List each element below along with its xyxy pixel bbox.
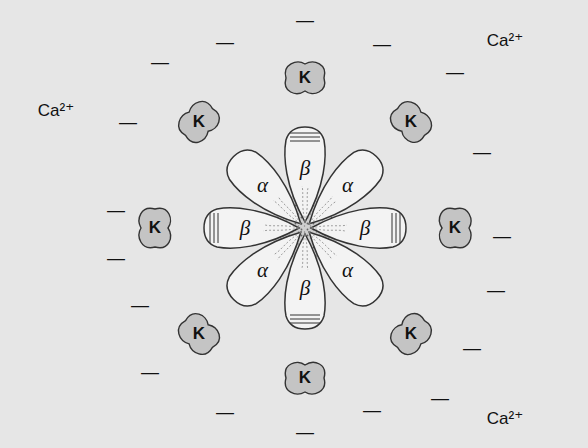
charge-mark: — (296, 10, 314, 31)
k-cell-shape (174, 97, 224, 147)
cell-label: K (449, 218, 461, 238)
granule-stripe (210, 213, 211, 243)
cell-label: K (405, 112, 417, 132)
granule-stripe (396, 213, 397, 243)
charge-mark: — (463, 338, 481, 359)
charge-mark: — (373, 34, 391, 55)
k-cell-shape (285, 363, 324, 394)
k-cell-shape (174, 309, 224, 359)
subunit-label: α (342, 258, 353, 283)
k-cell-shape (440, 208, 471, 247)
cell-label: K (193, 112, 205, 132)
petal-texture (263, 225, 299, 231)
subunit-label: α (257, 258, 268, 283)
charge-mark: — (131, 295, 149, 316)
k-cell: K (380, 303, 442, 365)
cell-label: K (149, 218, 161, 238)
charge-mark: — (473, 142, 491, 163)
ion-label: Ca²⁺ (487, 30, 523, 51)
k-cell-shape (386, 97, 436, 147)
petal-shape (219, 142, 315, 238)
charge-mark: — (107, 248, 125, 269)
granule-stripe (400, 213, 401, 243)
charge-mark: — (216, 402, 234, 423)
cell-label: K (193, 324, 205, 344)
granule-stripe (392, 213, 393, 243)
cell-label: K (299, 368, 311, 388)
granule-stripe (290, 137, 320, 138)
charge-mark: — (446, 62, 464, 83)
granule-stripe (290, 315, 320, 316)
charge-mark: — (151, 52, 169, 73)
cell-label: K (405, 324, 417, 344)
charge-mark: — (487, 280, 505, 301)
charge-mark: — (363, 400, 381, 421)
subunit-label: β (240, 216, 250, 241)
k-cell-shape (139, 208, 170, 247)
k-cell: K (380, 91, 442, 153)
k-cell: K (168, 91, 230, 153)
cell-label: K (299, 68, 311, 88)
granule-stripe (290, 133, 320, 134)
petal-texture (302, 234, 308, 270)
petal-texture (311, 225, 347, 231)
ion-label: Ca²⁺ (487, 408, 523, 429)
granule-stripe (214, 213, 215, 243)
k-cell: K (281, 58, 329, 98)
k-cell: K (435, 204, 475, 252)
granule-stripe (290, 323, 320, 324)
charge-mark: — (431, 388, 449, 409)
petal-texture (273, 196, 303, 226)
subunit-label: β (360, 216, 370, 241)
charge-mark: — (296, 422, 314, 443)
charge-mark: — (119, 112, 137, 133)
k-cell: K (168, 303, 230, 365)
subunit-label: α (257, 173, 268, 198)
charge-mark: — (493, 226, 511, 247)
subunit-label: β (300, 276, 310, 301)
granule-stripe (290, 141, 320, 142)
k-cell-shape (285, 62, 324, 93)
k-cell-shape (386, 309, 436, 359)
k-cell: K (281, 358, 329, 398)
charge-mark: — (216, 32, 234, 53)
k-cell: K (135, 204, 175, 252)
subunit-label: α (342, 173, 353, 198)
ion-label: Ca²⁺ (38, 100, 74, 121)
charge-mark: — (107, 200, 125, 221)
petal-texture (302, 186, 308, 222)
subunit-label: β (300, 156, 310, 181)
charge-mark: — (141, 362, 159, 383)
granule-stripe (290, 319, 320, 320)
granule-stripe (218, 213, 219, 243)
